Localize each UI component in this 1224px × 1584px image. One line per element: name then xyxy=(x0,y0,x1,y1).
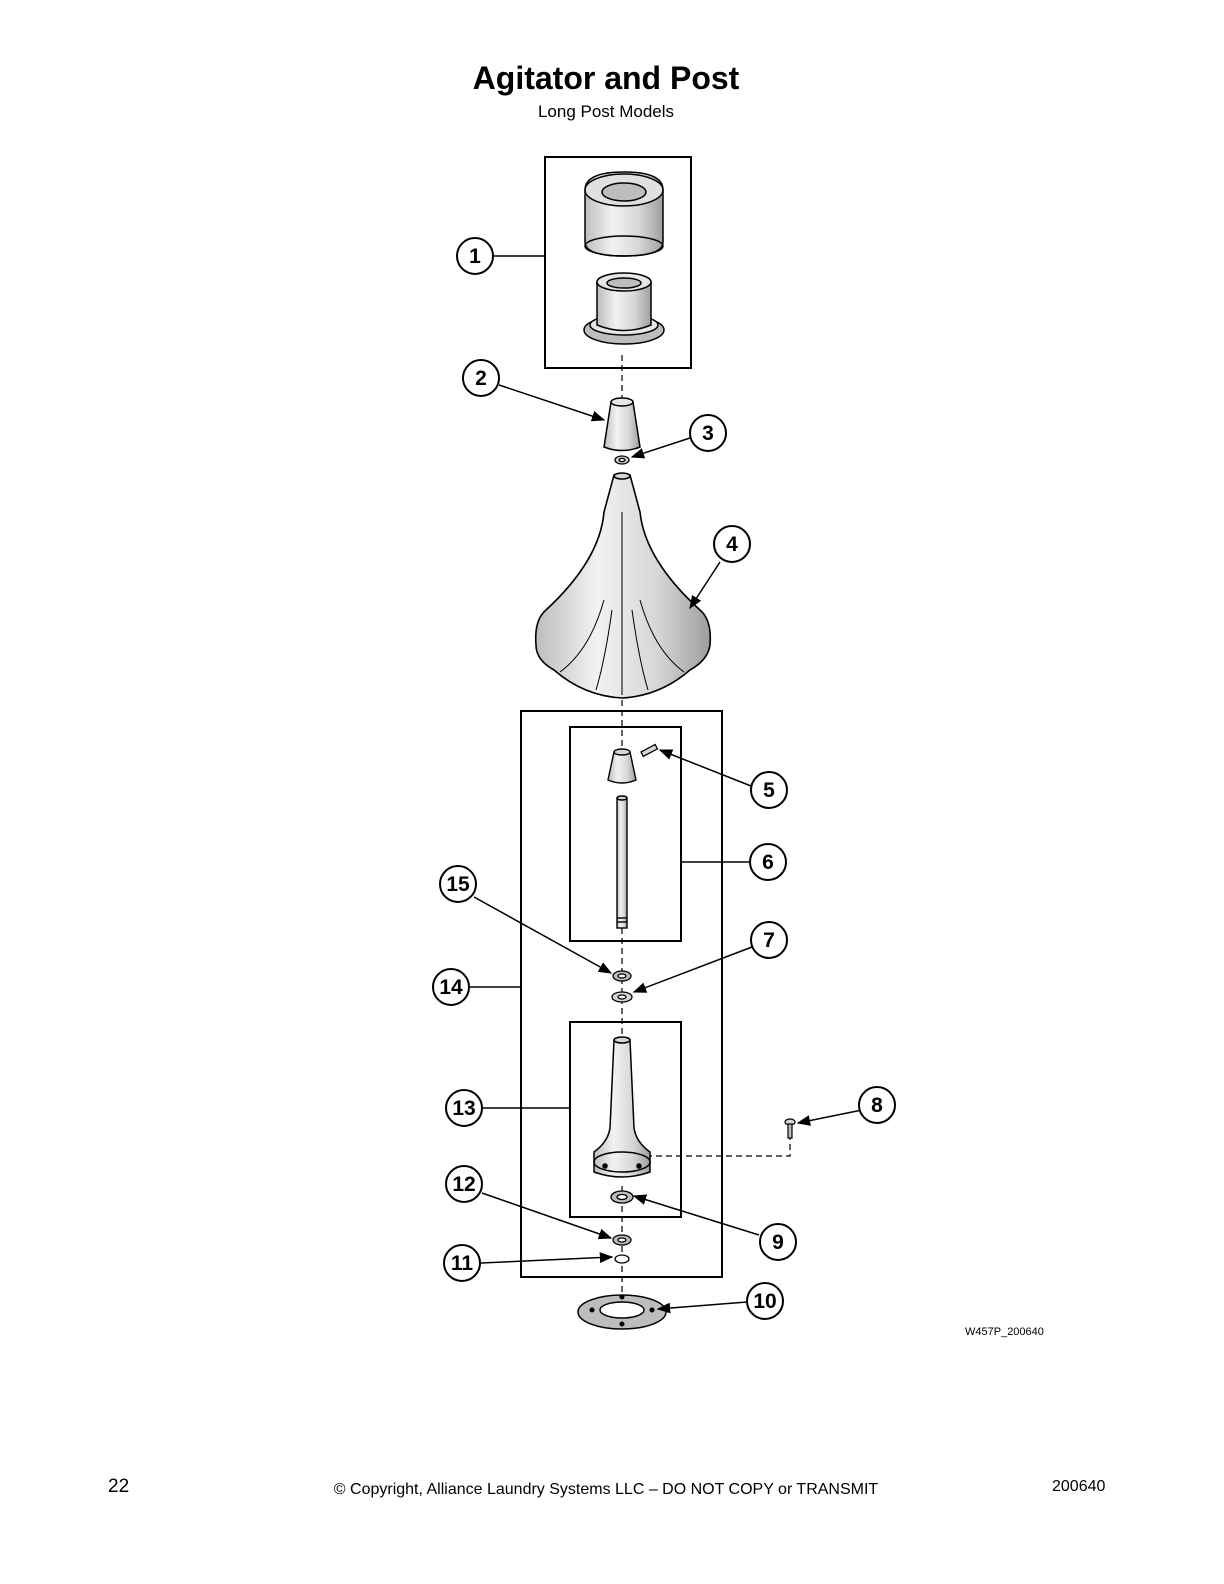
callout-circle xyxy=(443,1244,481,1282)
callout-label: 13 xyxy=(452,1097,475,1120)
leader-lines xyxy=(470,255,863,1314)
agitator-cap-part xyxy=(584,171,664,257)
agitator-post-part xyxy=(593,1036,651,1178)
callout-11: 11 xyxy=(443,1244,481,1282)
callout-13: 13 xyxy=(445,1089,483,1127)
callout-circle xyxy=(689,414,727,452)
callout-circle xyxy=(759,1223,797,1261)
page-title: Agitator and Post xyxy=(472,60,740,96)
kit-box-14 xyxy=(520,710,723,1278)
callout-8: 8 xyxy=(858,1086,896,1124)
drive-coupling-part xyxy=(607,748,637,784)
drive-shaft-part xyxy=(616,795,628,929)
callout-circle xyxy=(439,865,477,903)
callout-label: 3 xyxy=(702,422,714,445)
callout-circle xyxy=(746,1282,784,1320)
callout-label: 1 xyxy=(469,245,481,268)
callout-2: 2 xyxy=(462,359,500,397)
callout-label: 6 xyxy=(762,851,774,874)
callout-circle xyxy=(445,1089,483,1127)
ring-part xyxy=(614,1254,630,1264)
agitator-dog-part xyxy=(603,397,641,452)
callout-12: 12 xyxy=(445,1165,483,1203)
callout-label: 4 xyxy=(726,533,738,556)
copyright-notice: © Copyright, Alliance Laundry Systems LL… xyxy=(333,1481,879,1498)
callout-1: 1 xyxy=(456,237,494,275)
callout-label: 8 xyxy=(871,1094,883,1117)
nut-part xyxy=(612,1234,632,1246)
callout-circle xyxy=(750,921,788,959)
callout-label: 11 xyxy=(451,1252,474,1275)
callout-14: 14 xyxy=(432,968,470,1006)
page-subtitle: Long Post Models xyxy=(537,102,675,121)
callout-circle xyxy=(749,843,787,881)
document-number: 200640 xyxy=(1052,1478,1106,1495)
callout-9: 9 xyxy=(759,1223,797,1261)
callout-label: 12 xyxy=(452,1173,475,1196)
seal-part-9 xyxy=(610,1190,634,1204)
kit-box-1 xyxy=(544,156,692,369)
assembly-centerline xyxy=(606,355,791,1300)
gasket-part xyxy=(577,1294,667,1330)
callout-label: 7 xyxy=(763,929,775,952)
callout-circle xyxy=(713,525,751,563)
callout-7: 7 xyxy=(750,921,788,959)
screw-part xyxy=(784,1118,796,1139)
callout-6: 6 xyxy=(749,843,787,881)
agitator-body-part xyxy=(534,472,712,699)
diagram-reference-code: W457P_200640 xyxy=(965,1326,1044,1338)
callout-circle xyxy=(750,771,788,809)
callout-circle xyxy=(445,1165,483,1203)
kit-box-6 xyxy=(569,726,682,942)
callout-10: 10 xyxy=(746,1282,784,1320)
agitator-insert-part xyxy=(583,272,665,345)
washer-part-7 xyxy=(611,991,633,1003)
washer-part-3 xyxy=(614,455,630,465)
callout-circle xyxy=(462,359,500,397)
callout-label: 15 xyxy=(446,873,470,896)
page-number: 22 xyxy=(108,1476,130,1497)
seal-part-15 xyxy=(612,970,632,982)
callout-label: 2 xyxy=(475,367,487,390)
callout-4: 4 xyxy=(713,525,751,563)
callout-label: 10 xyxy=(753,1290,776,1313)
kit-box-13 xyxy=(569,1021,682,1218)
roll-pin-part xyxy=(640,743,659,758)
callout-circle xyxy=(456,237,494,275)
callout-label: 14 xyxy=(439,976,463,999)
callout-label: 5 xyxy=(763,779,775,802)
callout-label: 9 xyxy=(772,1231,784,1254)
callout-3: 3 xyxy=(689,414,727,452)
callout-circle xyxy=(858,1086,896,1124)
callout-circle xyxy=(432,968,470,1006)
callout-15: 15 xyxy=(439,865,477,903)
callout-5: 5 xyxy=(750,771,788,809)
